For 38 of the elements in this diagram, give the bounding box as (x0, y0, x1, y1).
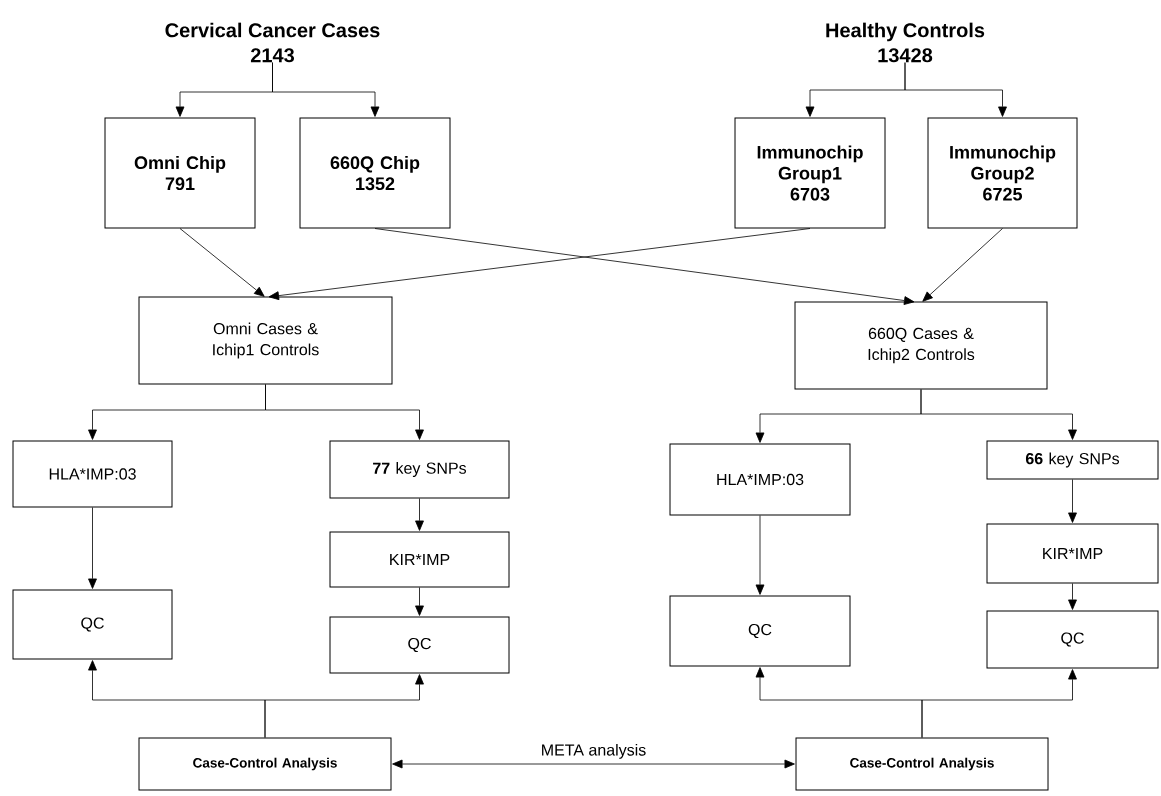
arrow (415, 587, 424, 616)
process-box: Immunochip Group1 6703 (734, 117, 886, 229)
arrow (265, 384, 424, 440)
heading-text: Cervical Cancer Cases 2143 (165, 22, 380, 63)
arrow (920, 389, 1077, 440)
arrow (268, 228, 811, 301)
process-box: Omni Cases & Ichip1 Controls (138, 296, 393, 385)
arrow (415, 498, 424, 531)
process-box: 77 key SNPs (329, 440, 510, 499)
process-box: QC (12, 589, 173, 660)
arrow (264, 674, 424, 738)
process-box: 66 key SNPs (986, 440, 1159, 480)
arrow (392, 759, 795, 769)
arrow (272, 62, 380, 117)
process-box: QC (986, 610, 1159, 669)
arrow (755, 515, 765, 595)
arrow (1068, 583, 1077, 610)
arrow (922, 228, 1003, 302)
arrow (179, 228, 265, 297)
process-box: HLA*IMP:03 (669, 443, 851, 516)
arrow (1068, 479, 1077, 523)
arrow (374, 228, 915, 305)
process-box: Case-Control Analysis (795, 737, 1049, 791)
heading-text: Healthy Controls 13428 (826, 22, 985, 63)
edge-label: META analysis (539, 742, 648, 760)
arrow (904, 62, 1007, 117)
process-box: 660Q Chip 1352 (299, 117, 451, 229)
process-box: HLA*IMP:03 (12, 440, 173, 508)
arrow (921, 669, 1077, 738)
process-box: KIR*IMP (986, 523, 1159, 584)
process-box: QC (669, 595, 851, 667)
process-box: QC (329, 616, 510, 674)
process-box: KIR*IMP (329, 531, 510, 588)
process-box: 660Q Cases & Ichip2 Controls (794, 301, 1048, 390)
process-box: Immunochip Group2 6725 (927, 117, 1078, 229)
process-box: Omni Chip 791 (104, 117, 256, 229)
arrow (88, 507, 97, 589)
process-box: Case-Control Analysis (138, 737, 392, 791)
